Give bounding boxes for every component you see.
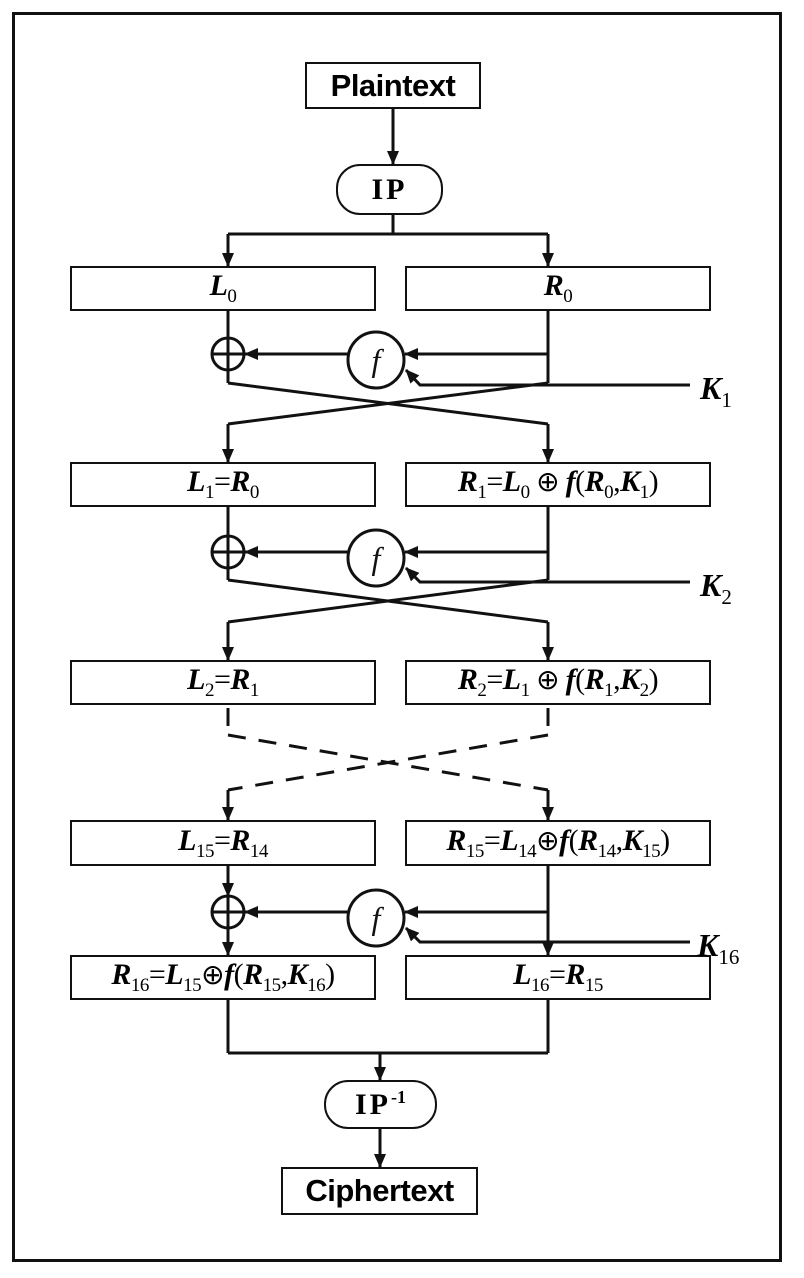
l1-box: L1=R0 <box>70 462 376 507</box>
r15-label: R15=L14⊕f(R14,K15) <box>446 823 670 862</box>
l15-box: L15=R14 <box>70 820 376 866</box>
l0-box: L0 <box>70 266 376 311</box>
plaintext-label: Plaintext <box>330 67 456 103</box>
ip-box: IP <box>336 164 443 215</box>
r0-box: R0 <box>405 266 711 311</box>
diagram-frame <box>12 12 782 1262</box>
l2-box: L2=R1 <box>70 660 376 705</box>
f-circle-round-16 <box>346 888 406 948</box>
l16-box: L16=R15 <box>405 955 711 1000</box>
r1-label: R1=L0 ⊕ f(R0,K1) <box>457 465 659 503</box>
line-cross-2c <box>227 578 549 624</box>
ciphertext-box: Ciphertext <box>281 1167 478 1215</box>
r2-label: R2=L1 ⊕ f(R1,K2) <box>457 663 659 701</box>
xor-symbol-round-16 <box>210 894 246 930</box>
f-circle-round-1 <box>346 330 406 390</box>
xor-symbol-round-1 <box>210 336 246 372</box>
r16-box: R16=L15⊕f(R15,K16) <box>70 955 376 1000</box>
xor-symbol-round-2 <box>210 534 246 570</box>
l15-label: L15=R14 <box>178 823 268 862</box>
dash-cross-b <box>227 733 549 792</box>
key-label-k1: K1 <box>700 370 732 412</box>
plaintext-box: Plaintext <box>305 62 481 109</box>
l2-label: L2=R1 <box>187 663 259 701</box>
arrow-k2-f2 <box>404 566 690 584</box>
arrow-k1-f1 <box>404 368 690 387</box>
key-label-k16: K16 <box>697 927 740 969</box>
f-circle-round-2 <box>346 528 406 588</box>
arrow-k16-f16 <box>404 926 690 944</box>
line-cross-1c <box>227 381 549 426</box>
r2-box: R2=L1 ⊕ f(R1,K2) <box>405 660 711 705</box>
key-label-k2: K2 <box>700 567 732 609</box>
r0-label: R0 <box>543 269 573 307</box>
ip-label: IP <box>371 172 408 206</box>
l1-label: L1=R0 <box>187 465 259 503</box>
ciphertext-label: Ciphertext <box>305 1173 454 1208</box>
l16-label: L16=R15 <box>513 958 603 996</box>
l0-label: L0 <box>209 269 237 307</box>
ip-inverse-label: IP-1 <box>355 1087 406 1121</box>
ip-inverse-box: IP-1 <box>324 1080 437 1129</box>
r1-box: R1=L0 ⊕ f(R0,K1) <box>405 462 711 507</box>
r15-box: R15=L14⊕f(R14,K15) <box>405 820 711 866</box>
r16-label: R16=L15⊕f(R15,K16) <box>111 958 335 996</box>
